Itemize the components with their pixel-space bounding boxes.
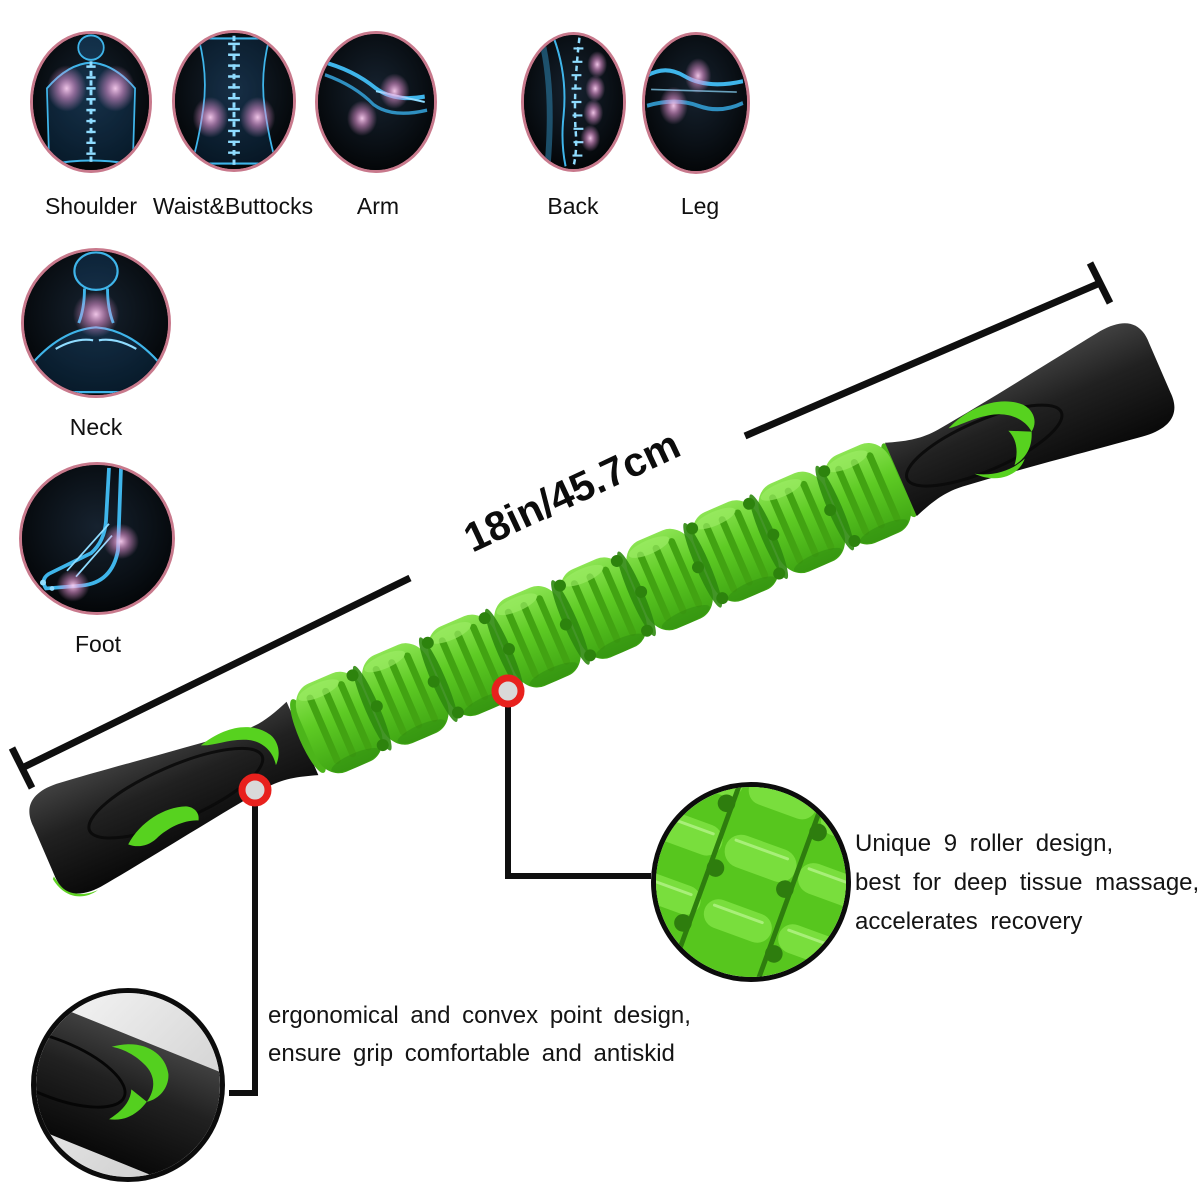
body-part-circle-back bbox=[521, 32, 626, 172]
callout-dot-handle bbox=[238, 773, 272, 807]
arm-xray-image bbox=[318, 34, 434, 170]
annotation-handle-text: ergonomical and convex point design, ens… bbox=[268, 997, 691, 1073]
annotation-roller-text: Unique 9 roller design, best for deep ti… bbox=[855, 824, 1199, 941]
handle-green-swoosh bbox=[948, 401, 1035, 466]
handle-detail-green-swoosh bbox=[109, 1044, 169, 1120]
handle-green-swoosh bbox=[974, 458, 1025, 479]
zoom-circle-roller bbox=[651, 782, 851, 982]
body-part-label-shoulder: Shoulder bbox=[44, 193, 138, 219]
shoulder-xray-image bbox=[33, 34, 149, 170]
body-part-circle-shoulder bbox=[30, 31, 152, 173]
body-part-label-neck: Neck bbox=[69, 414, 123, 440]
handle-green-swoosh bbox=[128, 806, 199, 847]
massage-stick bbox=[29, 323, 1175, 897]
body-part-label-back: Back bbox=[547, 193, 599, 219]
callout-line-handle bbox=[229, 800, 258, 1096]
annotation-roller-line3: accelerates recovery bbox=[855, 908, 1083, 935]
body-part-circle-arm bbox=[315, 31, 437, 173]
annotation-roller-line1: Unique 9 roller design, bbox=[855, 830, 1114, 857]
zoom-circle-handle bbox=[31, 988, 225, 1182]
dimension-line bbox=[8, 261, 1114, 790]
body-part-circle-leg bbox=[642, 32, 750, 174]
body-part-circle-waist bbox=[172, 30, 296, 172]
dimension-segment-right bbox=[743, 279, 1102, 440]
handle-detail-image bbox=[36, 993, 220, 1177]
body-part-label-foot: Foot bbox=[74, 631, 122, 657]
annotation-handle-line1: ergonomical and convex point design, bbox=[268, 1002, 691, 1029]
right-handle bbox=[884, 323, 1175, 517]
callout-line-roller bbox=[505, 700, 651, 879]
roller-detail-image bbox=[656, 787, 846, 977]
leg-xray-image bbox=[645, 35, 747, 171]
callout-dot-roller bbox=[491, 674, 525, 708]
waist-xray-image bbox=[175, 33, 293, 169]
body-part-label-waist: Waist&Buttocks bbox=[152, 193, 314, 219]
body-part-circle-neck bbox=[21, 248, 171, 398]
dimension-cap-right bbox=[1086, 261, 1114, 305]
roller-section bbox=[295, 443, 912, 774]
body-part-circle-foot bbox=[19, 462, 175, 615]
back-xray-image bbox=[524, 35, 623, 169]
annotation-handle-line2: ensure grip comfortable and antiskid bbox=[268, 1040, 675, 1067]
neck-xray-image bbox=[24, 251, 168, 395]
body-part-label-arm: Arm bbox=[356, 193, 400, 219]
foot-xray-image bbox=[22, 465, 172, 612]
left-handle bbox=[29, 701, 319, 897]
handle-green-swoosh bbox=[200, 727, 279, 766]
dimension-segment-left bbox=[20, 574, 412, 772]
annotation-roller-line2: best for deep tissue massage, bbox=[855, 869, 1200, 896]
body-part-label-leg: Leg bbox=[680, 193, 720, 219]
